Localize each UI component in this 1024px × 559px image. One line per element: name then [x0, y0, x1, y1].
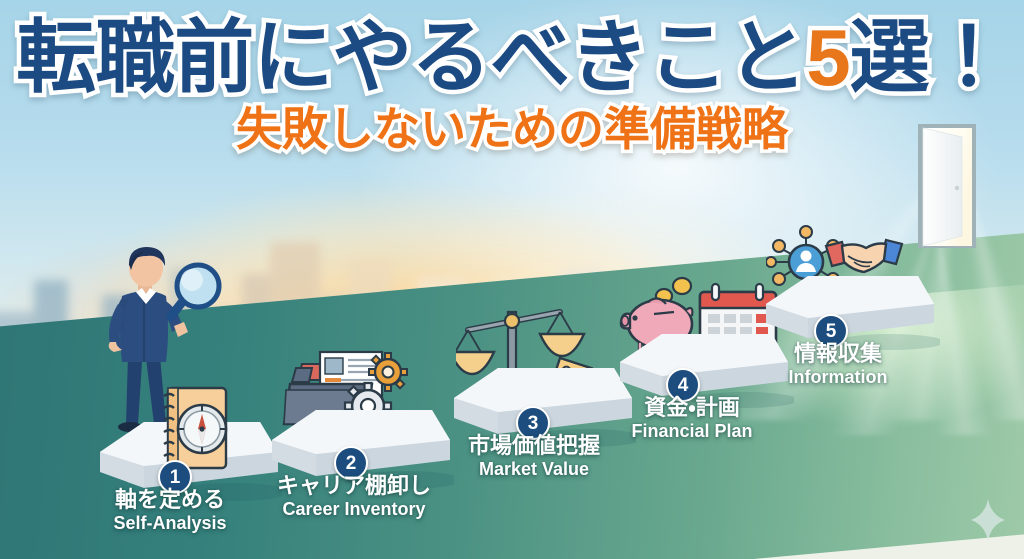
step-1-label-en: Self-Analysis: [113, 513, 227, 534]
open-door-icon: [916, 122, 978, 250]
step-3-label-ja: 市場価値把握: [467, 433, 600, 458]
step-3-badge: 3: [516, 406, 550, 440]
step-3-label-en: Market Value: [478, 459, 590, 480]
header-block: 転職前にやるべきこと5選！ 失敗しないための準備戦略: [0, 13, 1024, 156]
handshake-icon: [824, 238, 904, 274]
page-title: 転職前にやるべきこと5選！: [0, 13, 1024, 102]
step-1-badge: 1: [158, 460, 192, 494]
gear-orange: [368, 352, 408, 392]
coins-icon: [671, 276, 693, 296]
notebook-compass-icon: [163, 386, 228, 470]
step-1-number: 1: [169, 466, 181, 488]
step-4-label-en: Financial Plan: [631, 421, 753, 442]
page-subtitle: 失敗しないための準備戦略: [233, 103, 792, 156]
step-2-label-en: Career Inventory: [282, 499, 426, 520]
page-title-highlight: 5: [802, 13, 855, 102]
step-2-number: 2: [345, 452, 357, 474]
step-1-label-ja: 軸を定める: [114, 487, 225, 512]
step-1[interactable]: 1 軸を定める Self-Analysis: [58, 238, 288, 538]
sparkle-icon: [970, 499, 1006, 541]
step-2[interactable]: 2 キャリア棚卸し Career Inventory: [248, 350, 478, 559]
platform-3: [454, 368, 636, 447]
step-2-badge: 2: [334, 446, 368, 480]
step-4-number: 4: [677, 374, 689, 396]
step-5-labels: 情報収集 Information: [732, 341, 944, 389]
step-2-label-ja: キャリア棚卸し: [276, 473, 431, 498]
step-2-labels: キャリア棚卸し Career Inventory: [238, 473, 470, 521]
businessman-figure: [108, 247, 188, 432]
step-3[interactable]: $ 3 市場価値把握 Market Value: [428, 300, 658, 510]
step-3-labels: 市場価値把握 Market Value: [418, 433, 650, 481]
platform-2: [272, 410, 454, 489]
step-1-labels: 軸を定める Self-Analysis: [56, 487, 284, 535]
step-5-number: 5: [825, 320, 837, 342]
page-title-main: 転職前にやるべきこと: [12, 13, 812, 102]
magnifier-icon: [166, 262, 222, 322]
step-5-label-en: Information: [788, 367, 888, 388]
page-title-tail: 選！: [845, 13, 1013, 102]
step-3-number: 3: [527, 412, 539, 434]
step-5[interactable]: 5 情報収集 Information: [742, 222, 962, 422]
step-5-label-ja: 情報収集: [793, 341, 882, 366]
